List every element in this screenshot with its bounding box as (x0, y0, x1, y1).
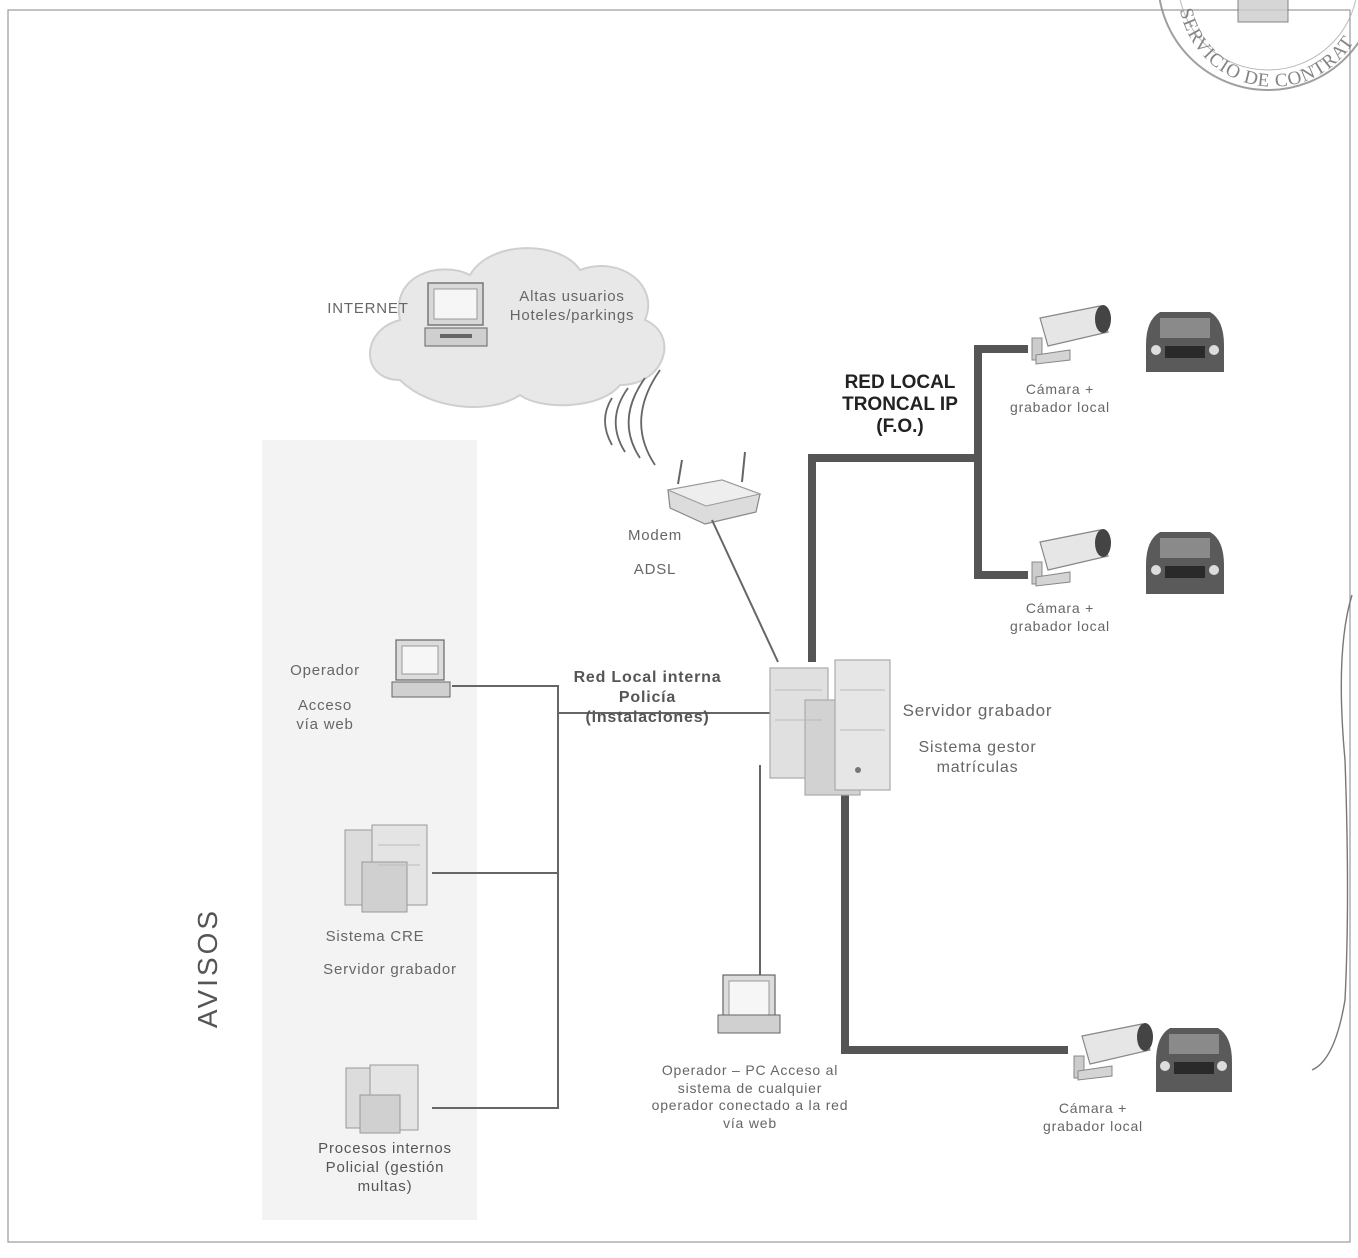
computer-icon (391, 639, 451, 698)
stamp-seal: SERVICIO DE CONTRATACIÓN (0, 0, 1358, 92)
server-icon (344, 824, 428, 913)
altas-usuarios-label: Altas usuarios Hoteles/parkings (509, 288, 635, 324)
sistema-cre-label: Sistema CRE (325, 928, 425, 945)
modem-label: Modem (627, 527, 683, 544)
camera-label-1: Cámara + grabador local (1010, 381, 1110, 415)
local-network-lines (432, 519, 779, 1109)
computer-icon (424, 282, 488, 347)
camera-label-3: Cámara + grabador local (1043, 1100, 1143, 1134)
camera-icon (1031, 529, 1111, 587)
red-local-interna-label: Red Local interna Policía (instalaciones… (573, 669, 722, 726)
red-troncal-label: RED LOCAL TRONCAL IP (F.O.) (842, 372, 958, 437)
internet-label: INTERNET (327, 300, 409, 317)
trunk-lines (808, 345, 1068, 1054)
svg-text:SERVICIO DE CONTRATACIÓN: SERVICIO DE CONTRATACIÓN (0, 0, 1358, 92)
car-icon (1146, 312, 1224, 372)
camera-icon (1031, 305, 1111, 365)
operador-label: Operador (290, 662, 360, 679)
procesos-label: Procesos internos Policial (gestión mult… (318, 1140, 452, 1195)
server-icon (345, 1064, 419, 1134)
page-frame (7, 9, 1351, 1243)
car-icon (1156, 1028, 1232, 1092)
computer-icon (717, 974, 781, 1034)
acceso-web-label: Acceso vía web (296, 697, 354, 733)
cloud-icon (369, 247, 666, 408)
camera-label-2: Cámara + grabador local (1010, 600, 1110, 634)
camera-icon (1073, 1023, 1153, 1081)
wifi-icon (604, 369, 661, 466)
server-icon (769, 659, 891, 796)
adsl-label: ADSL (633, 561, 677, 578)
router-icon (666, 451, 762, 525)
car-icon (1146, 532, 1224, 594)
sistema-gestor-label: Sistema gestor matrículas (918, 739, 1037, 776)
signature-stroke (1311, 594, 1353, 1071)
servidor-grabador-label: Servidor grabador (902, 701, 1053, 720)
servidor-cre-label: Servidor grabador (323, 961, 457, 978)
stamp-text: SERVICIO DE CONTRATACIÓN (0, 0, 1357, 92)
avisos-label: AVISOS (192, 907, 223, 1029)
operador-pc-label: Operador – PC Acceso al sistema de cualq… (651, 1062, 849, 1131)
